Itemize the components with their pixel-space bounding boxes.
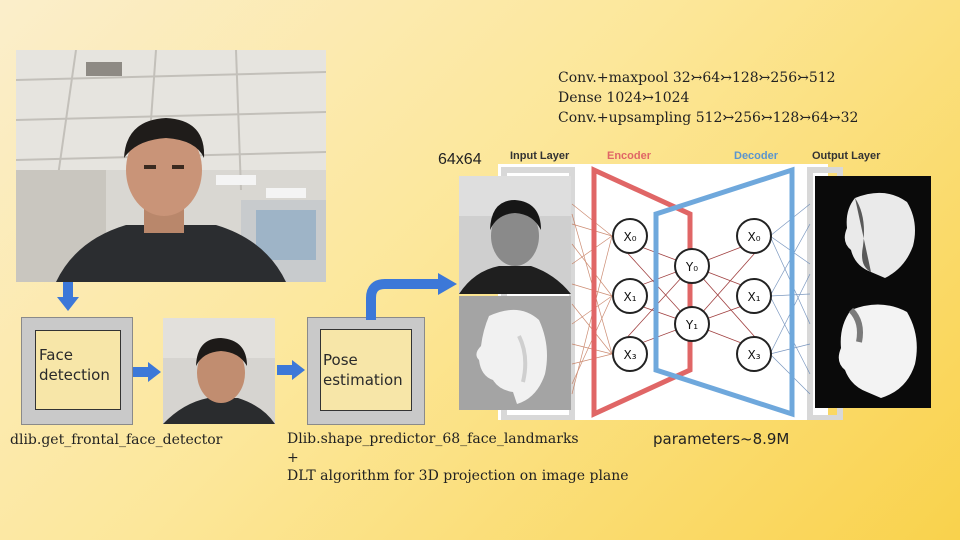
encoder-node-1: X₁	[612, 278, 648, 314]
svg-text:X₁: X₁	[623, 290, 636, 304]
decoder-node-2: X₃	[736, 336, 772, 372]
network-notes: Conv.+maxpool 32↣64↣128↣256↣512 Dense 10…	[558, 68, 858, 128]
plus-caption: +	[287, 450, 299, 466]
latent-node-0: Y₀	[674, 248, 710, 284]
decoder-node-1: X₁	[736, 278, 772, 314]
pose-estimation-label-2: estimation	[323, 371, 403, 389]
output-face-2	[815, 292, 931, 408]
svg-text:X₃: X₃	[623, 348, 636, 362]
output-layer-title: Output Layer	[812, 150, 881, 162]
right-arrow-1	[133, 362, 161, 382]
conv-upsampling-note: Conv.+upsampling 512↣256↣128↣64↣32	[558, 110, 859, 126]
face-detector-caption: dlib.get_frontal_face_detector	[10, 432, 223, 448]
webcam-photo	[16, 50, 326, 282]
encoder-node-2: X₃	[612, 336, 648, 372]
curved-arrow	[366, 273, 457, 320]
dense-note: Dense 1024↣1024	[558, 90, 690, 106]
right-arrow-2	[277, 360, 305, 380]
pose-estimation-label-1: Pose	[323, 351, 358, 369]
output-face-1	[815, 176, 931, 292]
decoder-title: Decoder	[734, 150, 779, 162]
decoder-node-0: X₀	[736, 218, 772, 254]
pose-estimation-box: Pose estimation	[307, 317, 425, 425]
svg-text:X₁: X₁	[747, 290, 760, 304]
down-arrow	[57, 282, 79, 311]
face-detection-box: Face detection	[21, 317, 133, 425]
input-depth-photo	[459, 296, 571, 410]
latent-node-1: Y₁	[674, 306, 710, 342]
svg-text:X₀: X₀	[623, 230, 636, 244]
dlt-caption: DLT algorithm for 3D projection on image…	[287, 468, 629, 484]
svg-text:X₃: X₃	[747, 348, 760, 362]
face-detection-label-2: detection	[39, 366, 110, 384]
cropped-face-photo	[163, 318, 275, 424]
input-size-label: 64x64	[438, 151, 482, 168]
encoder-title: Encoder	[607, 150, 652, 162]
shape-predictor-caption: Dlib.shape_predictor_68_face_landmarks	[287, 431, 579, 447]
svg-text:X₀: X₀	[747, 230, 760, 244]
svg-text:Y₁: Y₁	[685, 318, 698, 332]
conv-maxpool-note: Conv.+maxpool 32↣64↣128↣256↣512	[558, 70, 836, 86]
input-face-photo	[459, 176, 571, 294]
svg-text:Y₀: Y₀	[685, 260, 698, 274]
face-detection-label-1: Face	[39, 346, 73, 364]
encoder-node-0: X₀	[612, 218, 648, 254]
input-layer-title: Input Layer	[510, 150, 570, 162]
parameters-label: parameters~8.9M	[653, 430, 790, 448]
